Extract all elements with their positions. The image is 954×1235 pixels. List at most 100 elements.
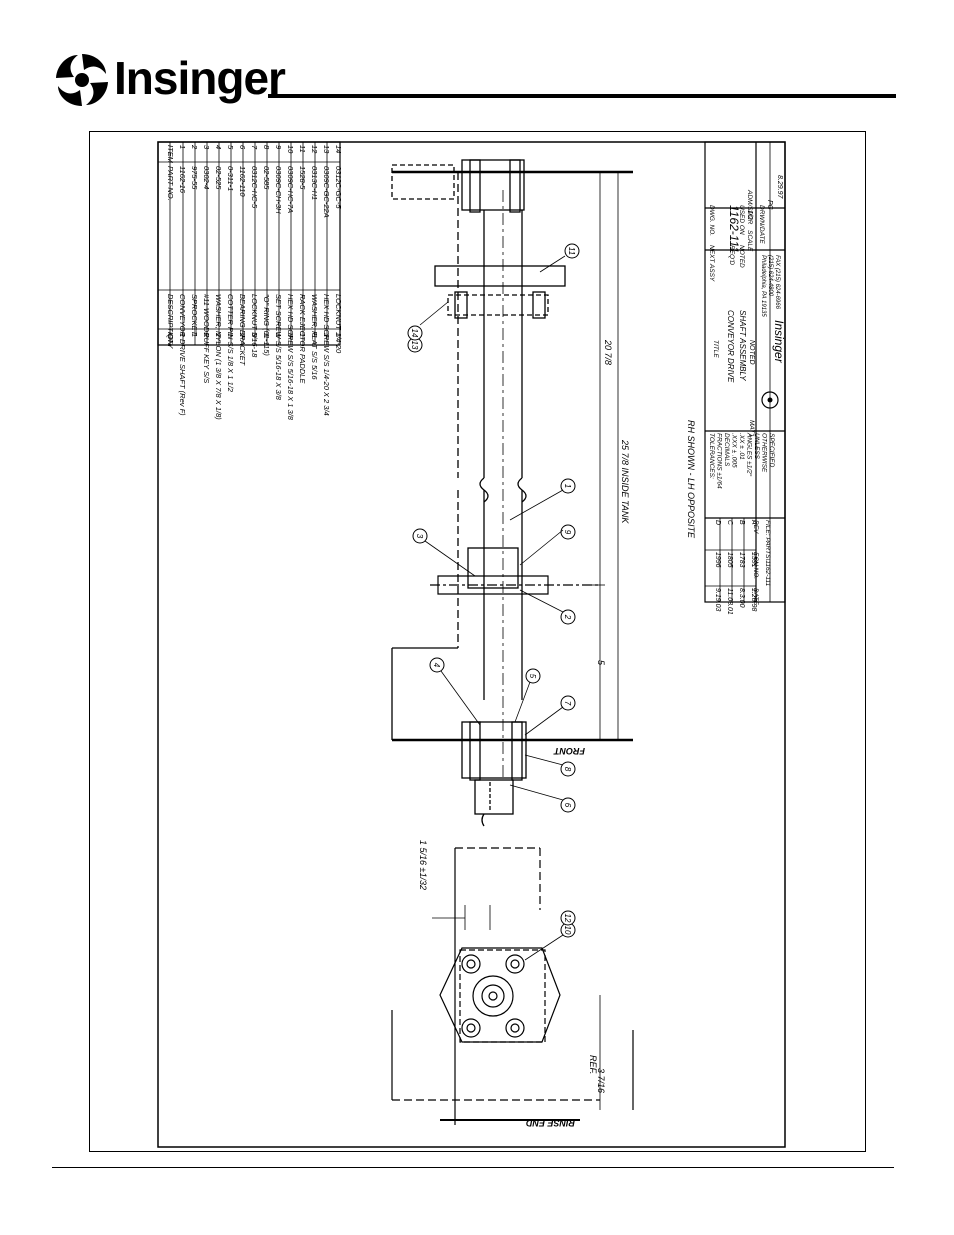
- svg-text:3: 3: [415, 534, 424, 539]
- bom-header-cell: PART NO.: [166, 166, 175, 201]
- bom-cell: 02-525: [214, 166, 223, 190]
- tolerance-line: OTHERWISE: [761, 433, 768, 473]
- rev-date: 1.28.98: [750, 588, 757, 611]
- file-name: FILE: PARTS\1162-111: [764, 520, 771, 587]
- rev-letter: D: [714, 520, 721, 525]
- bom-cell: WASHER, NYLON (1 3/8 X 7/8 X 1/8): [214, 294, 223, 420]
- header-rule: [268, 94, 896, 98]
- drawn-date: 8.29.97: [776, 175, 783, 199]
- svg-text:10: 10: [563, 926, 572, 935]
- bom-cell: 8: [262, 145, 271, 150]
- bom-cell: 12: [310, 145, 319, 154]
- bom-cell: 3: [202, 145, 211, 150]
- svg-text:11: 11: [567, 247, 576, 255]
- bom-cell: SPROCKET: [190, 294, 199, 337]
- insinger-small-logo: [761, 391, 779, 409]
- dim-5: 5: [596, 660, 606, 666]
- bom-cell: 1: [178, 333, 187, 337]
- tolerance-line: .XX ± .01: [738, 433, 745, 460]
- bom-header-cell: QTY: [166, 333, 175, 349]
- svg-text:14: 14: [410, 329, 419, 338]
- tolerance-line: FRACTIONS ±1/64: [716, 433, 723, 489]
- bom-cell: SET SCREW S/S 5/16-18 X 3/8: [274, 294, 283, 401]
- bom-cell: 1: [322, 333, 331, 337]
- bom-cell: 5: [226, 145, 235, 150]
- svg-text:5: 5: [528, 674, 537, 679]
- bom-cell: 02-585: [262, 166, 271, 190]
- bom-cell: 10: [286, 145, 295, 154]
- bom-cell: 9: [274, 145, 283, 150]
- bom-cell: 2: [238, 332, 247, 338]
- shaft-assembly: [391, 159, 633, 827]
- bom-cell: 1: [274, 333, 283, 337]
- bom-cell: LOCKNUT 5/16-18: [250, 294, 259, 358]
- bom-cell: HEX HD SCREW S/S 1/4-20 X 2 3/4: [322, 294, 331, 416]
- bom-cell: 1: [226, 333, 235, 337]
- dimension-text: 20 7/8 25 7/8 INSIDE TANK 5 FRONT RINSE …: [418, 339, 696, 1128]
- company-address: Philadelphia, PA 19135: [760, 255, 766, 317]
- bom-cell: WASHER, FLAT S/S 5/16: [310, 294, 319, 380]
- note-rh-shown: RH SHOWN - LH OPPOSITE: [686, 420, 696, 539]
- svg-text:8: 8: [563, 767, 572, 772]
- bom-cell: RACK EJECTOR PADDLE: [298, 294, 307, 384]
- bom-cell: 8: [250, 333, 259, 338]
- tolerance-line: TOLERANCES:: [708, 433, 715, 479]
- bom-cell: BEARING BRACKET: [238, 294, 247, 367]
- rev-ecn: 1783: [738, 552, 745, 568]
- rev-date: 9.19.03: [714, 588, 721, 611]
- bom-cell: CONVEYOR DRIVE SHAFT (Rev F): [178, 294, 187, 416]
- bom-header-cell: ITEM: [166, 145, 175, 164]
- bom-cell: 1: [334, 333, 343, 337]
- tolerance-line: UNLESS: [753, 433, 760, 460]
- rev-date: 11.08.01: [726, 588, 733, 615]
- matl-label: MAT'L: [748, 420, 755, 438]
- company-address: (215) 624-4800: [767, 255, 773, 297]
- rev-date: 8.3.00: [738, 588, 745, 608]
- rev-letter: B: [738, 520, 745, 525]
- reqd-label: REQ'D: [728, 245, 735, 265]
- bom-cell: 0309C-HC-7A: [286, 166, 295, 213]
- bom-cell: #11 WOODRUFF KEY S/S: [202, 294, 211, 383]
- dim-1-5-16: 1 5/16 ±1/32: [418, 840, 428, 890]
- bom-cell: 0302-4: [202, 166, 211, 189]
- bom-cell: 14: [334, 145, 343, 153]
- used-on-label: USED ON: [738, 205, 745, 235]
- bom-cell: 11: [298, 145, 307, 153]
- footer-rule: [52, 1167, 894, 1168]
- svg-text:13: 13: [410, 341, 419, 350]
- bom-cell: 4: [214, 145, 223, 149]
- bom-cell: 1162-16: [178, 166, 187, 194]
- swirl-icon: [56, 54, 108, 106]
- company-address: FAX (215) 624-6966: [774, 255, 780, 310]
- title-block: [704, 141, 786, 603]
- rev-ecn: 1591: [750, 552, 757, 568]
- rev-ecn: 1805: [726, 552, 733, 568]
- bom-cell: 975-55: [190, 166, 199, 190]
- tolerance-line: DECIMALS: [723, 433, 730, 467]
- reqd-value: NOTED: [738, 245, 745, 268]
- tolerance-line: .XXX ± .005: [731, 433, 738, 468]
- svg-text:12: 12: [563, 914, 572, 923]
- scale-label: SCALE: [746, 230, 753, 252]
- bom-cell: 2: [190, 144, 199, 150]
- bom-cell: 0313C-H1: [310, 166, 319, 200]
- dwg-no: 1162-111: [727, 205, 741, 253]
- used-on-value: ADM/SPDR: [746, 189, 753, 225]
- svg-text:6: 6: [563, 803, 572, 808]
- svg-text:4: 4: [432, 663, 441, 668]
- svg-text:2: 2: [563, 614, 572, 620]
- bom-cell: COTTER PIN S/S 1/8 X 1 1/2: [226, 294, 235, 393]
- bom-cell: 1: [298, 333, 307, 337]
- bom-cell: 13: [322, 145, 331, 154]
- end-view: [391, 847, 634, 1125]
- insinger-logo: Insinger: [52, 48, 286, 110]
- label-front: FRONT: [553, 746, 585, 756]
- bom-cell: HEX HD SCREW S/S 5/16-18 X 1 3/8: [286, 294, 295, 421]
- bom-cell: 0312C-HC-5: [250, 166, 259, 209]
- tolerance-line: SPECIFIED: [768, 433, 775, 468]
- next-assy-label: NEXT ASSY: [708, 245, 715, 282]
- dim-25-7-8: 25 7/8 INSIDE TANK: [620, 439, 630, 524]
- bom-header-cell: DESCRIPTION: [166, 294, 175, 346]
